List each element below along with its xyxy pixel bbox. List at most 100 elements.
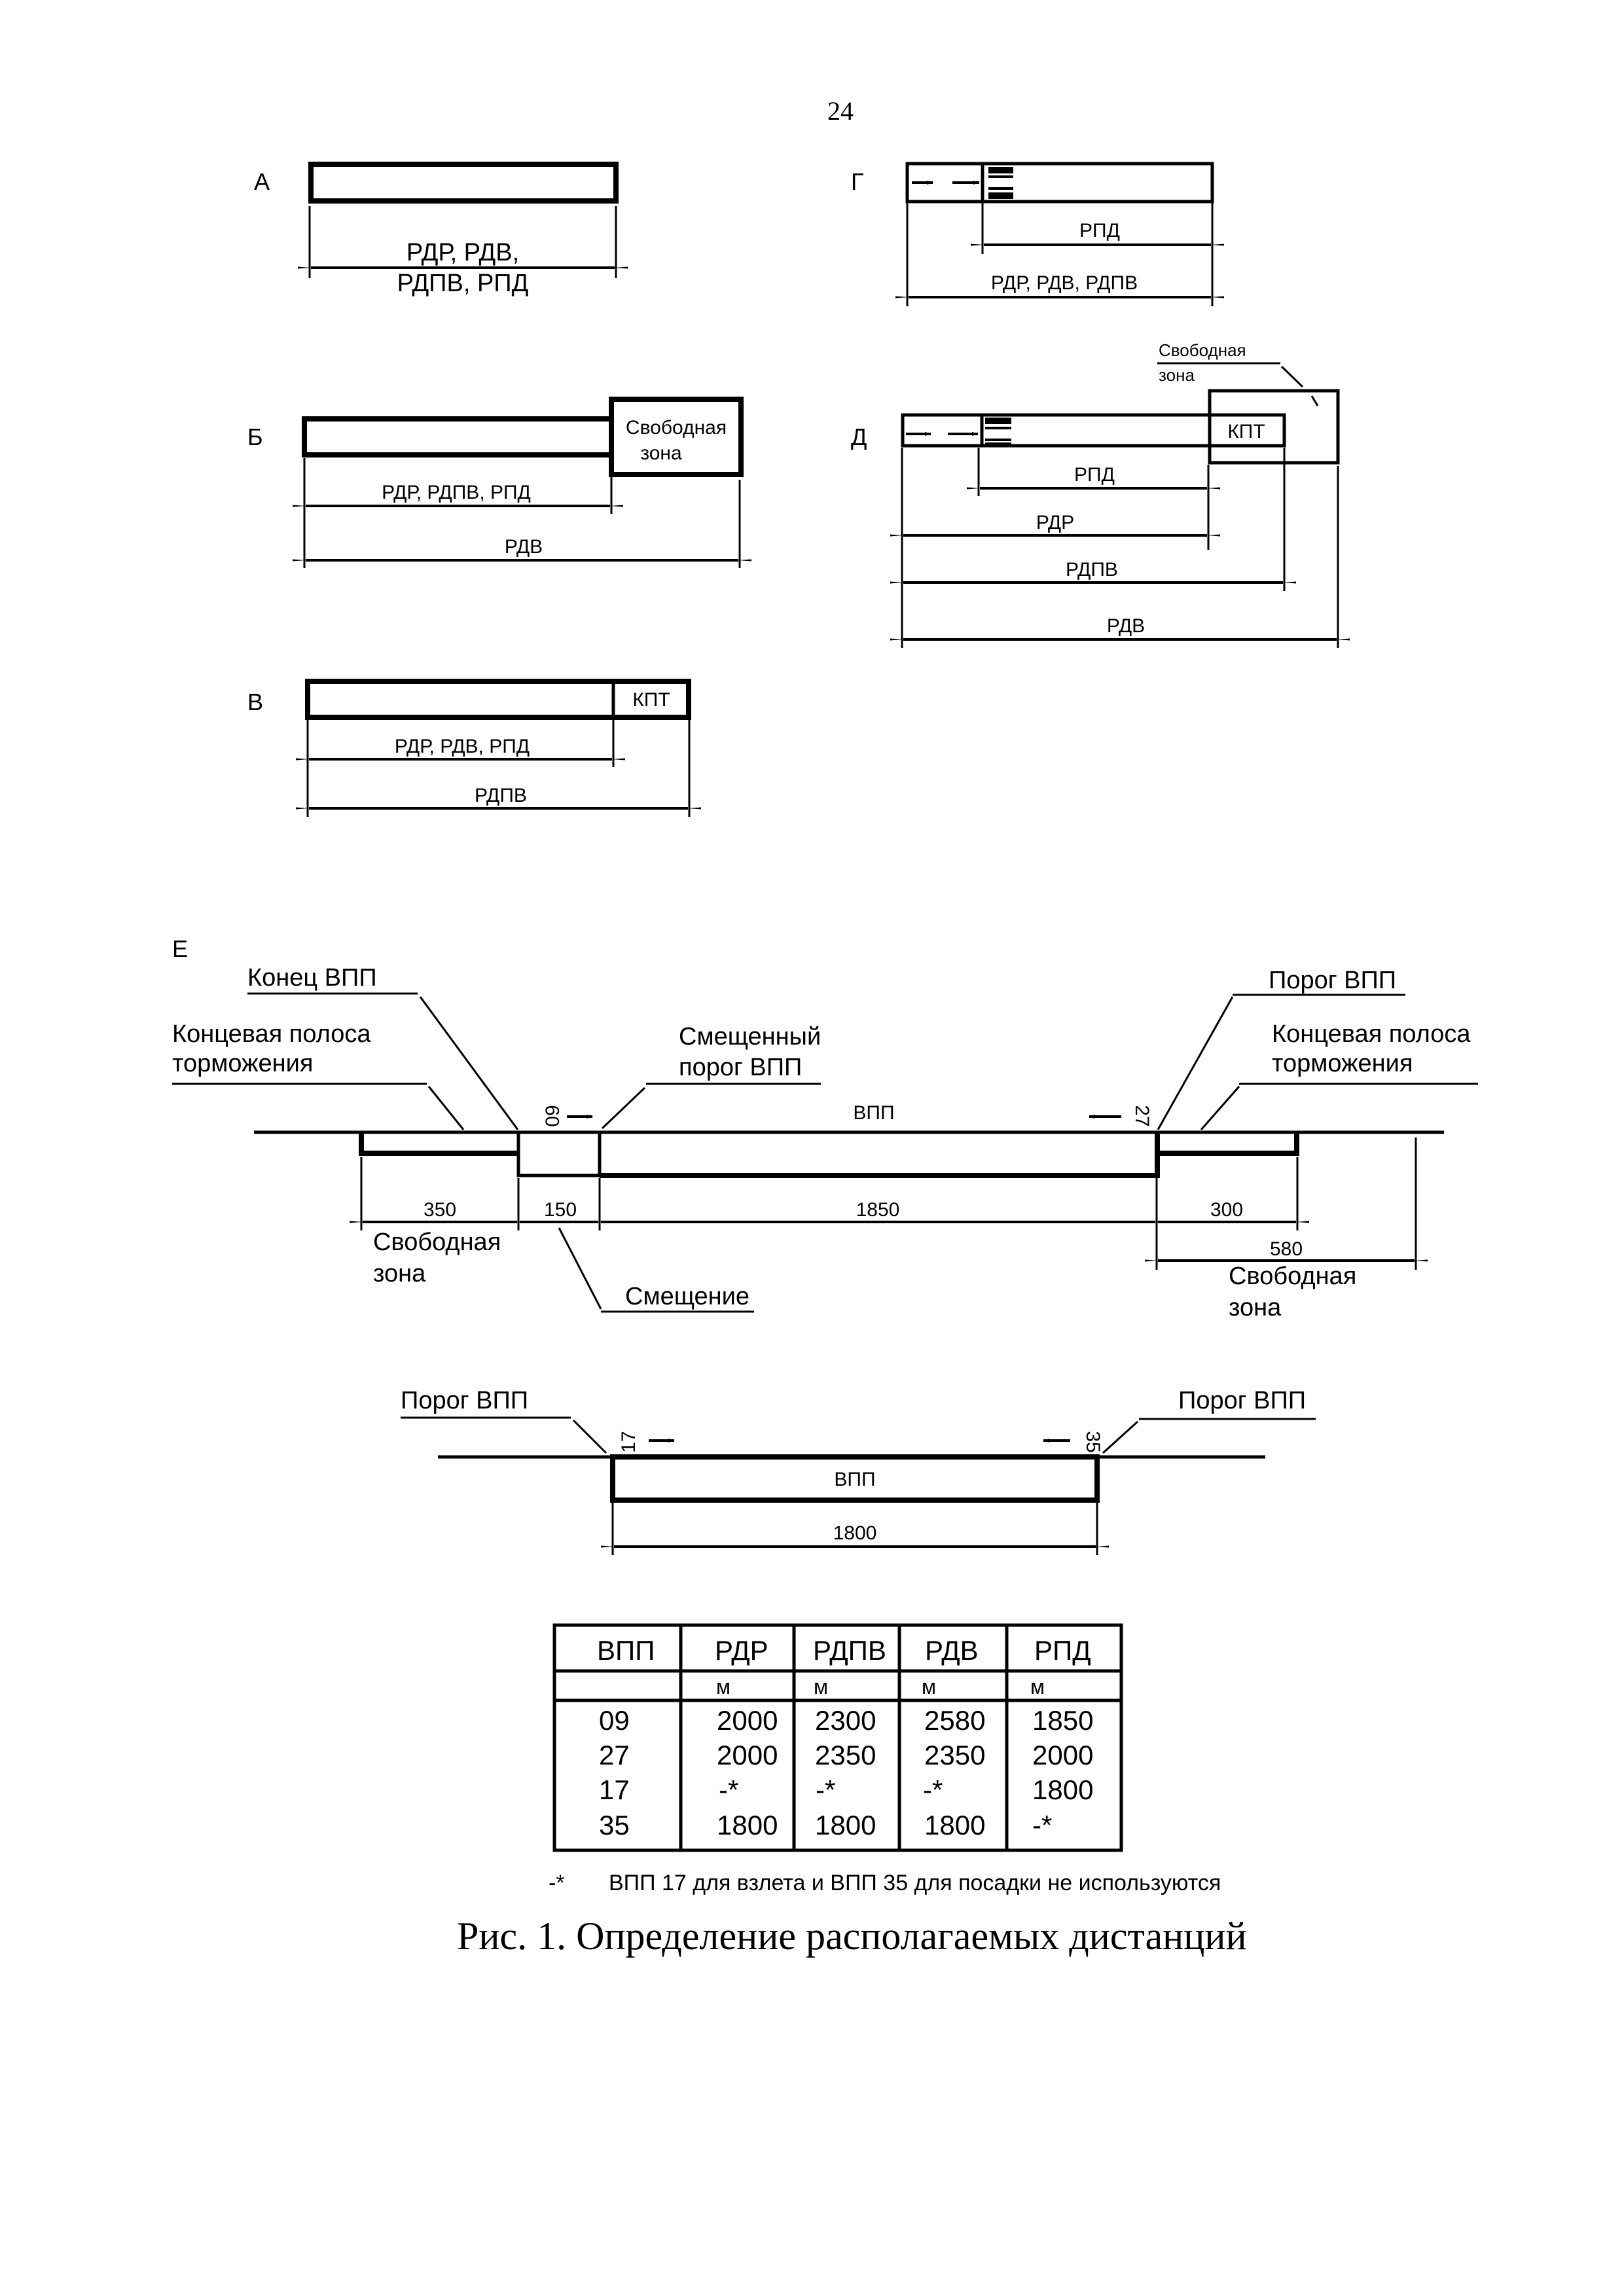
table-cell: 2300 bbox=[815, 1705, 876, 1736]
dimension-label: РДР, РДВ, РДПВ bbox=[991, 272, 1138, 294]
clearway-rect bbox=[1208, 389, 1340, 465]
table-cell: -* bbox=[719, 1774, 738, 1805]
displaced-threshold-label: Смещенный bbox=[679, 1023, 821, 1050]
dimension-label: РДР, РДВ, bbox=[406, 239, 519, 266]
clearway-label: зона bbox=[1159, 365, 1195, 385]
stopway-label: КПТ bbox=[632, 689, 670, 711]
table-header-cell: РПД bbox=[1034, 1635, 1091, 1666]
table-cell: 2000 bbox=[717, 1705, 778, 1736]
clearway-label: Свободная bbox=[626, 417, 727, 439]
stopway-right-rect bbox=[1157, 1132, 1299, 1156]
leader-line bbox=[1102, 1420, 1139, 1454]
runway-rect bbox=[302, 416, 611, 457]
stopway-right-label: торможения bbox=[1272, 1050, 1413, 1077]
table-cell: -* bbox=[923, 1774, 943, 1805]
table-cell: 2350 bbox=[815, 1740, 876, 1770]
table-row: 09 2000 2300 2580 1850 bbox=[599, 1705, 1093, 1736]
dimension-label: 1800 bbox=[833, 1522, 877, 1544]
page-number: 24 bbox=[827, 96, 854, 126]
leader-line bbox=[427, 1086, 465, 1130]
table-header-row: ВПП РДР РДПВ РДВ РПД bbox=[597, 1635, 1091, 1666]
runway-label: ВПП bbox=[853, 1102, 894, 1124]
leader-line bbox=[1200, 1086, 1240, 1130]
table-row: 35 1800 1800 1800 -* bbox=[599, 1810, 1052, 1840]
runway-rect bbox=[600, 1132, 1160, 1178]
threshold-marking-icon bbox=[985, 418, 1011, 446]
runway-label: ВПП bbox=[834, 1469, 875, 1490]
runway-rect bbox=[905, 162, 1214, 204]
table-header-cell: РДПВ bbox=[813, 1635, 886, 1666]
runway-rect bbox=[610, 1454, 1100, 1503]
clearway-label: зона bbox=[640, 442, 682, 464]
dimension-label: РПД bbox=[1074, 464, 1115, 486]
dimension-label: РДПВ bbox=[475, 785, 527, 806]
clearway-left-label: зона bbox=[373, 1260, 426, 1287]
leader-line bbox=[1310, 395, 1319, 406]
table-cell: 1800 bbox=[815, 1810, 876, 1840]
diagram-a: А РДР, РДВ, РДПВ, РПД bbox=[254, 162, 628, 297]
clearway-left-label: Свободная bbox=[373, 1229, 501, 1256]
dimension-label: РДР, РДВ, РПД bbox=[395, 736, 530, 757]
leader-line bbox=[558, 1227, 602, 1310]
diagram-b-letter: Б bbox=[247, 423, 263, 450]
stopway-left-rect bbox=[359, 1132, 518, 1156]
dimension-label: РДПВ bbox=[1066, 559, 1118, 581]
runway-designator: 09 bbox=[542, 1105, 564, 1126]
diagram-d: Д КПТ Свободная зона РПД РДР РДПВ РДВ bbox=[851, 340, 1350, 648]
dimension-label: 300 bbox=[1210, 1199, 1243, 1221]
dimension-label: РДВ bbox=[505, 536, 543, 558]
table-header-cell: РДВ bbox=[925, 1635, 979, 1666]
dimension-label: 580 bbox=[1270, 1238, 1303, 1260]
dimension-label: РДР, РДПВ, РПД bbox=[382, 482, 531, 503]
dimension-label: РДПВ, РПД bbox=[397, 270, 529, 297]
displaced-threshold-label: порог ВПП bbox=[679, 1054, 802, 1081]
runway-rect bbox=[901, 413, 1286, 448]
stopway-right-label: Концевая полоса bbox=[1272, 1020, 1471, 1048]
table-cell: 35 bbox=[599, 1810, 630, 1840]
runway-rect bbox=[308, 162, 619, 204]
threshold-right-label: Порог ВПП bbox=[1178, 1387, 1306, 1414]
table-row: 17 -* -* -* 1800 bbox=[599, 1774, 1093, 1805]
threshold-marking-icon bbox=[988, 167, 1013, 199]
table-cell: -* bbox=[1032, 1810, 1052, 1840]
stopway-left-label: торможения bbox=[172, 1050, 313, 1077]
table-row: 27 2000 2350 2350 2000 bbox=[599, 1740, 1093, 1770]
table-cell: 2000 bbox=[717, 1740, 778, 1770]
table-cell: 09 bbox=[599, 1705, 630, 1736]
leader-line bbox=[1280, 365, 1304, 388]
table-cell: 2580 bbox=[924, 1705, 985, 1736]
diagram-e: Е Конец ВПП Концевая полоса торможения С… bbox=[172, 935, 1478, 1321]
diagram-e2: Порог ВПП Порог ВПП ВПП 17 35 1800 bbox=[401, 1387, 1316, 1555]
displacement-label: Смещение bbox=[625, 1283, 749, 1310]
table-cell: 1850 bbox=[1032, 1705, 1093, 1736]
dimension-label: РДВ bbox=[1107, 615, 1145, 637]
table-unit-cell: м bbox=[1030, 1675, 1045, 1698]
diagram-a-letter: А bbox=[254, 168, 270, 195]
distances-table: ВПП РДР РДПВ РДВ РПД м м м м 09 2000 230… bbox=[552, 1623, 1123, 1852]
table-unit-cell: м bbox=[716, 1675, 731, 1698]
leader-line bbox=[419, 996, 519, 1130]
runway-rect bbox=[305, 679, 691, 720]
runway-end-label: Конец ВПП bbox=[247, 964, 377, 992]
diagram-d-letter: Д bbox=[851, 423, 867, 450]
runway-designator: 17 bbox=[618, 1431, 640, 1452]
runway-designator: 35 bbox=[1082, 1431, 1104, 1452]
dimension-label: 1850 bbox=[856, 1199, 900, 1221]
dimension-label: РПД bbox=[1079, 220, 1120, 242]
table-cell: 2000 bbox=[1032, 1740, 1093, 1770]
table-cell: 27 bbox=[599, 1740, 630, 1770]
diagram-b: Б Свободная зона РДР, РДПВ, РПД РДВ bbox=[247, 397, 751, 568]
leader-line bbox=[601, 1086, 646, 1130]
dimension-label: РДР bbox=[1036, 512, 1074, 533]
diagram-v: В КПТ РДР, РДВ, РПД РДПВ bbox=[247, 679, 701, 817]
clearway-label: Свободная bbox=[1159, 340, 1246, 360]
table-cell: 1800 bbox=[924, 1810, 985, 1840]
threshold-right-label: Порог ВПП bbox=[1269, 967, 1396, 994]
leader-line bbox=[1157, 996, 1234, 1130]
clearway-right-label: Свободная bbox=[1229, 1263, 1356, 1290]
runway-designator: 27 bbox=[1131, 1105, 1153, 1126]
table-cell: 2350 bbox=[924, 1740, 985, 1770]
clearway-rect bbox=[609, 397, 744, 477]
displaced-threshold-rect bbox=[516, 1132, 600, 1177]
table-header-cell: РДР bbox=[715, 1635, 768, 1666]
